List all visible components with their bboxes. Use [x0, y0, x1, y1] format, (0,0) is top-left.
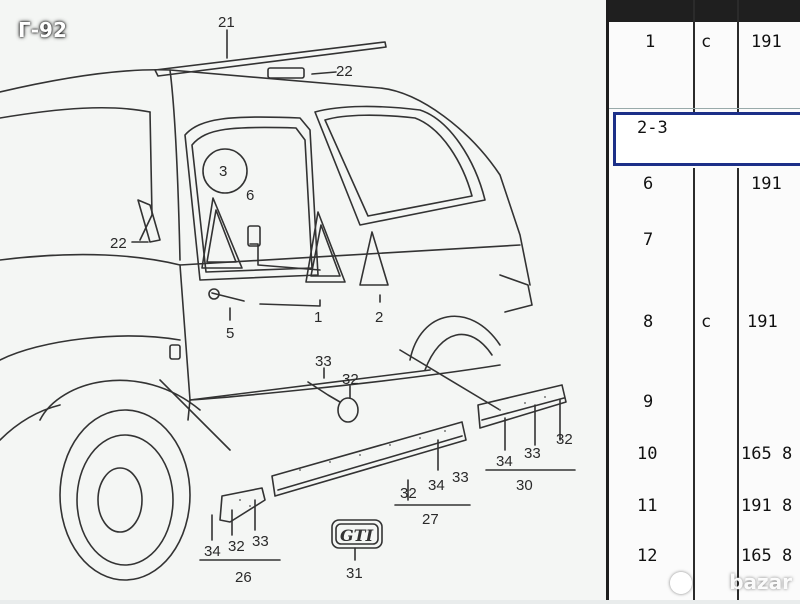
callout-32-piece26: 32: [228, 538, 245, 555]
callout-34-piece26: 34: [204, 543, 221, 560]
row-number: 10: [637, 444, 658, 464]
selected-row-highlight: [613, 112, 800, 166]
callout-32-clip: 32: [342, 371, 359, 388]
row-number: 9: [643, 392, 654, 412]
callout-33-strip30: 33: [524, 445, 541, 462]
callout-32-strip27: 32: [400, 485, 417, 502]
callout-33-piece26: 33: [252, 533, 269, 550]
row-code: 165 8: [741, 546, 793, 566]
row-number: 2-3: [637, 118, 668, 138]
callout-33-strip27: 33: [452, 469, 469, 486]
column-divider: [737, 0, 739, 112]
callout-1: 1: [314, 309, 322, 326]
row-number: 7: [643, 230, 654, 250]
row-code: 191: [751, 174, 782, 194]
callout-6: 6: [246, 187, 254, 204]
gti-badge-text: GTI: [340, 526, 374, 545]
callout-2: 2: [375, 309, 383, 326]
column-divider: [737, 168, 739, 600]
row-number: 12: [637, 546, 658, 566]
row-code: 165 8: [741, 444, 793, 464]
callout-5: 5: [226, 325, 234, 342]
car-line-drawing: 21 22 22 3 6 5 1 2 33 32 32 34 33 34 33 …: [0, 14, 576, 586]
row-code: 191: [747, 312, 778, 332]
callout-33-clip: 33: [315, 353, 332, 370]
row-mark: c: [701, 32, 712, 52]
row-divider: [609, 108, 800, 109]
callout-31: 31: [346, 565, 363, 582]
callout-32-strip30: 32: [556, 431, 573, 448]
callout-22-pillar: 22: [110, 235, 127, 252]
callout-21: 21: [218, 14, 235, 31]
callout-34-strip27: 34: [428, 477, 445, 494]
watermark-top-left: Г-92: [18, 18, 67, 42]
row-mark: c: [701, 312, 712, 332]
row-number: 8: [643, 312, 654, 332]
callout-34-strip30: 34: [496, 453, 513, 470]
row-number: 1: [645, 32, 656, 52]
callout-27: 27: [422, 511, 439, 528]
row-number: 11: [637, 496, 658, 516]
parts-table: 1 c 191 2-3 6 191 7 8 c 191 9 10 165 8 1…: [606, 0, 800, 600]
watermark-bottom-right: bazar: [729, 570, 792, 594]
column-divider: [693, 168, 695, 600]
bazar-logo-icon: [670, 572, 692, 594]
callout-26: 26: [235, 569, 252, 586]
row-code: 191: [751, 32, 782, 52]
callout-3: 3: [219, 163, 227, 180]
callout-30: 30: [516, 477, 533, 494]
row-code: 191 8: [741, 496, 793, 516]
column-divider: [693, 0, 695, 112]
callout-22-roof: 22: [336, 63, 353, 80]
row-number: 6: [643, 174, 654, 194]
parts-diagram: 21 22 22 3 6 5 1 2 33 32 32 34 33 34 33 …: [0, 0, 610, 600]
table-header-bar: [609, 0, 800, 22]
